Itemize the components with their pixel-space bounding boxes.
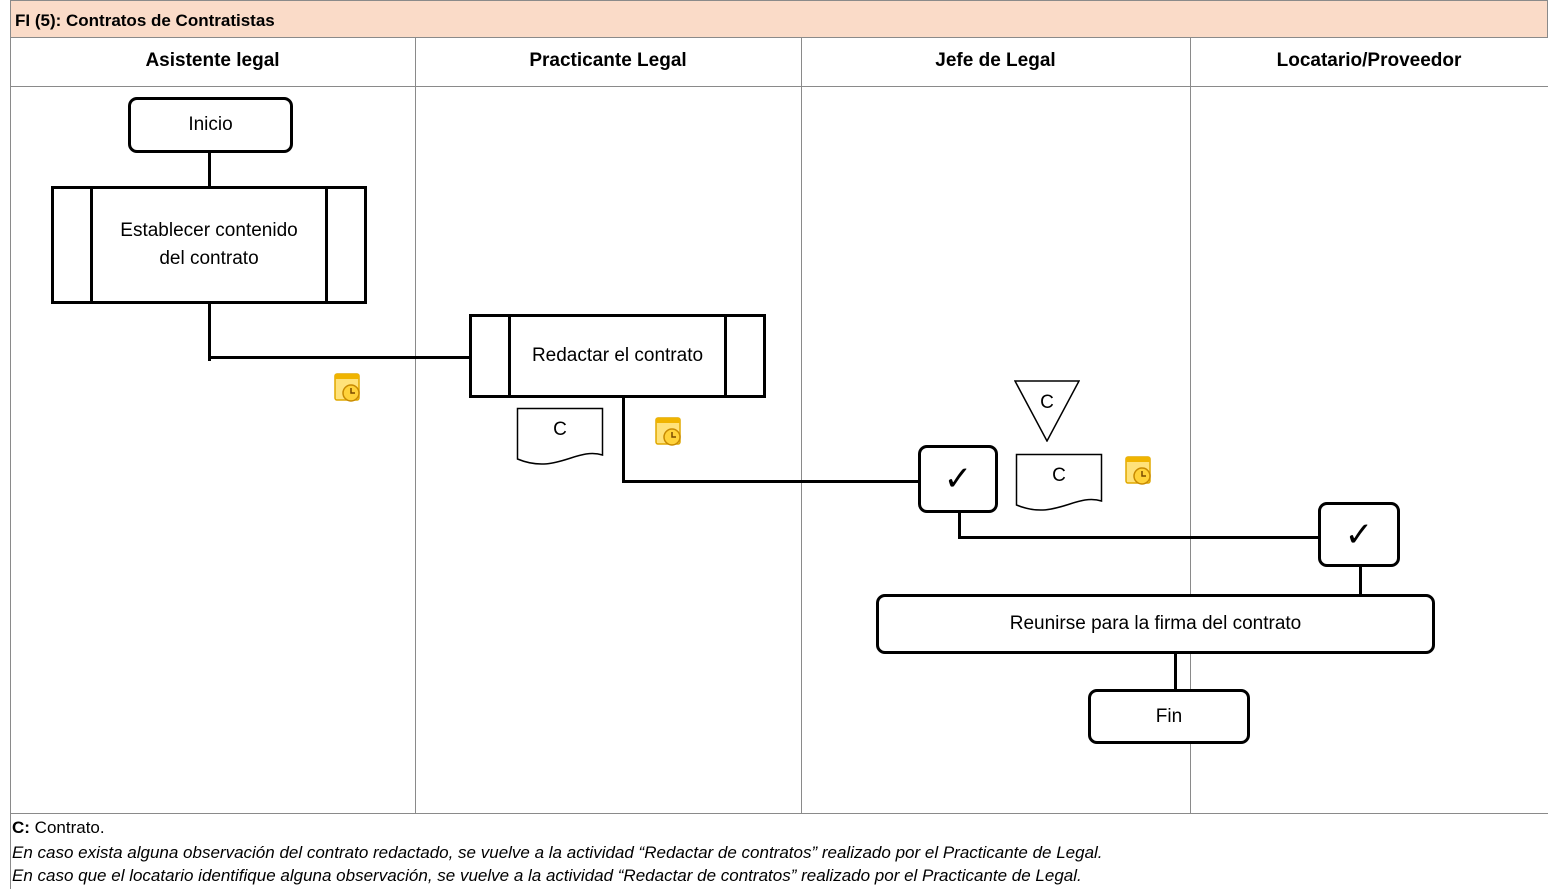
archive-label: C — [1040, 392, 1054, 413]
lane-header-jefe-de-legal: Jefe de Legal — [935, 50, 1056, 71]
legend-note-1: En caso exista alguna observación del co… — [12, 843, 1103, 862]
legend-key-meaning: Contrato. — [29, 818, 105, 837]
diagram-title: FI (5): Contratos de Contratistas — [15, 11, 275, 30]
scheduler-icon — [334, 373, 360, 402]
connector-check1-to-check2 — [958, 536, 1320, 539]
contract-document-review-label: C — [1052, 465, 1066, 486]
lane-divider-3 — [1190, 38, 1191, 814]
check-decision-jefe: ✓ — [918, 445, 998, 513]
connector-check1-down — [958, 512, 961, 539]
contract-document-label: C — [553, 419, 567, 440]
lane-divider-2 — [801, 38, 802, 814]
archive-triangle: C — [1013, 380, 1081, 443]
document-shape — [516, 407, 604, 465]
establish-content-label: Establecer contenido del contrato — [120, 220, 298, 269]
connector-establish-to-draft — [208, 356, 472, 359]
grid-header-divider — [10, 86, 1548, 87]
connector-start-to-establish — [208, 151, 211, 187]
connector-draft-down — [622, 397, 625, 483]
connector-meeting-to-end — [1174, 652, 1177, 690]
contract-document: C — [516, 407, 604, 465]
check-decision-locatario: ✓ — [1318, 502, 1400, 567]
archive-shape — [1013, 380, 1081, 443]
legend-key-letter: C: — [12, 818, 30, 837]
lane-header-asistente-legal: Asistente legal — [145, 50, 280, 71]
draft-contract-process: Redactar el contrato — [469, 314, 766, 398]
lane-header-locatario-proveedor: Locatario/Proveedor — [1276, 50, 1462, 71]
grid-lanes-bottom — [10, 813, 1548, 814]
grid-left-border — [10, 38, 11, 889]
signing-meeting-node: Reunirse para la firma del contrato — [876, 594, 1435, 654]
connector-check2-down — [1359, 566, 1362, 595]
establish-content-process: Establecer contenido del contrato — [51, 186, 367, 304]
legend-note-2: En caso que el locatario identifique alg… — [12, 866, 1082, 885]
connector-draft-to-check1 — [622, 480, 918, 483]
legend-contract-key: C: Contrato. — [12, 818, 105, 838]
scheduler-icon — [655, 417, 681, 446]
start-node: Inicio — [128, 97, 293, 153]
end-node: Fin — [1088, 689, 1250, 744]
document-shape-review — [1015, 453, 1103, 511]
lane-divider-1 — [415, 38, 416, 814]
connector-establish-down — [208, 303, 211, 361]
lane-header-practicante-legal: Practicante Legal — [529, 50, 687, 71]
scheduler-icon — [1125, 456, 1151, 485]
contract-document-review: C — [1015, 453, 1103, 511]
draft-contract-label: Redactar el contrato — [531, 345, 704, 366]
diagram-title-bar: FI (5): Contratos de Contratistas — [10, 0, 1548, 38]
